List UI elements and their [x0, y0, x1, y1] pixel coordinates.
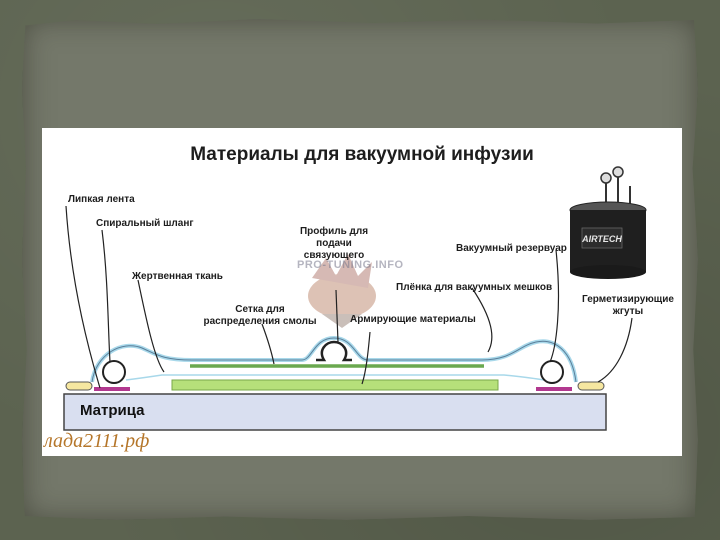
matrix-block — [64, 394, 606, 430]
label-sealing-line2: жгуты — [576, 306, 680, 318]
tape-right — [536, 387, 572, 391]
peel-ply — [126, 375, 544, 380]
infusion-diagram: AIRTECH Материалы для вакуумной инфузии … — [42, 128, 682, 456]
label-sealing-line1: Герметизирующие — [576, 294, 680, 306]
label-matrix: Матрица — [80, 402, 145, 419]
omega-profile — [316, 342, 352, 360]
reinforcement-layer — [172, 380, 498, 390]
diagram-title: Материалы для вакуумной инфузии — [42, 144, 682, 166]
label-resin-mesh: Сетка для распределения смолы — [198, 304, 322, 328]
label-vacuum-reservoir: Вакуумный резервуар — [456, 243, 567, 255]
sealant-left — [66, 382, 92, 390]
label-resin-mesh-line1: Сетка для — [198, 304, 322, 316]
label-feed-profile-line1: Профиль для — [290, 226, 378, 238]
label-peel-ply: Жертвенная ткань — [132, 271, 223, 283]
label-sealing: Герметизирующие жгуты — [576, 294, 680, 318]
label-feed-profile: Профиль для подачи связующего — [290, 226, 378, 262]
vacuum-reservoir-icon: AIRTECH — [570, 167, 646, 279]
label-resin-mesh-line2: распределения смолы — [198, 316, 322, 328]
label-reinforcement: Армирующие материалы — [350, 314, 476, 326]
spiral-hose-left — [103, 361, 125, 383]
label-bag-film: Плёнка для вакуумных мешков — [396, 282, 552, 294]
label-feed-profile-line2: подачи — [290, 238, 378, 250]
label-spiral-hose: Спиральный шланг — [96, 218, 194, 230]
watermark-text: PRO-TUNING.INFO — [297, 259, 404, 271]
source-watermark: лада2111.рф — [44, 430, 149, 453]
spiral-hose-right — [541, 361, 563, 383]
sealant-right — [578, 382, 604, 390]
label-sticky-tape: Липкая лента — [68, 194, 135, 206]
reservoir-brand-text: AIRTECH — [581, 234, 622, 244]
